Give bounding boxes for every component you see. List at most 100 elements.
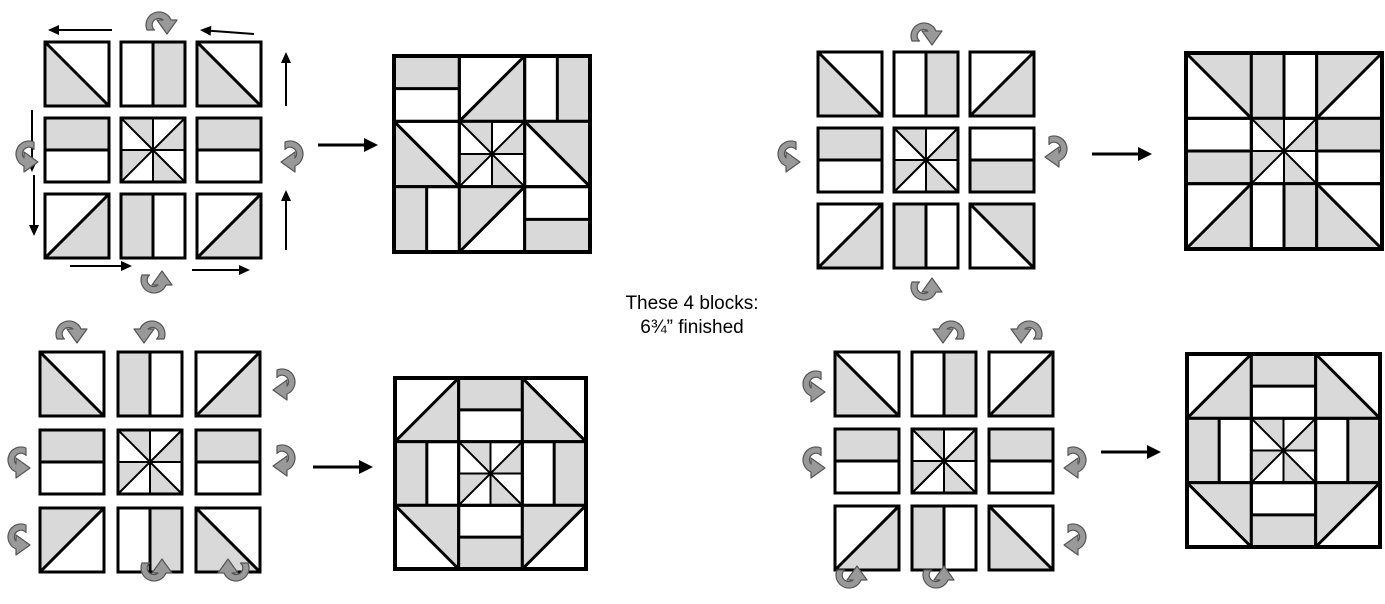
- shaded-bar: [459, 378, 523, 410]
- straight-arrow-icon: [200, 26, 254, 36]
- bar-patch: [912, 352, 976, 416]
- hst-patch: [394, 121, 459, 186]
- shaded-bar: [45, 118, 109, 150]
- straight-arrow-icon: [281, 52, 291, 106]
- shaded-bar: [1251, 354, 1315, 386]
- hst-patch: [818, 204, 882, 268]
- exploded-block-top-left: [45, 42, 261, 258]
- curved-rotate-arrow-icon: [911, 278, 942, 300]
- bar-patch: [394, 187, 459, 252]
- curved-rotate-arrow-icon: [134, 321, 165, 343]
- curved-rotate-arrow-icon: [933, 321, 964, 343]
- hst-patch: [989, 506, 1053, 570]
- curved-rotate-arrow-icon: [273, 445, 295, 476]
- bar-patch: [40, 430, 104, 494]
- bar-patch: [912, 506, 976, 570]
- shaded-bar: [525, 219, 590, 252]
- hst-patch: [1317, 184, 1382, 249]
- bar-patch: [45, 118, 109, 182]
- assembled-block-bottom-left: [395, 378, 586, 569]
- bar-patch: [197, 118, 261, 182]
- shaded-bar: [554, 442, 586, 506]
- hst-patch: [522, 378, 586, 442]
- straight-arrow-icon: [192, 265, 250, 275]
- shaded-bar: [1348, 418, 1380, 482]
- shaded-bar: [944, 352, 976, 416]
- bar-patch: [835, 429, 899, 493]
- hst-patch: [1187, 483, 1251, 547]
- bar-patch: [394, 56, 459, 121]
- assembled-block-bottom-right: [1187, 354, 1380, 547]
- shaded-bar: [970, 160, 1034, 192]
- bar-patch: [1317, 118, 1382, 183]
- assembled-block-top-right: [1186, 53, 1382, 249]
- hst-patch: [970, 52, 1034, 116]
- bar-patch: [1186, 118, 1251, 183]
- shaded-bar: [894, 204, 926, 268]
- caption-line-2: 6¾” finished: [576, 316, 808, 340]
- hst-patch: [525, 121, 590, 186]
- pin-patch: [1251, 118, 1316, 183]
- curved-rotate-arrow-icon: [778, 141, 800, 172]
- hst-patch: [197, 194, 261, 258]
- curved-rotate-arrow-icon: [8, 447, 30, 478]
- shaded-bar: [989, 429, 1053, 461]
- hst-patch: [1186, 184, 1251, 249]
- hst-patch: [395, 378, 459, 442]
- right-arrow-icon: [1101, 445, 1161, 459]
- hst-patch: [45, 42, 109, 106]
- bar-patch: [121, 194, 185, 258]
- pin-patch: [894, 128, 958, 192]
- bar-patch: [1251, 184, 1316, 249]
- shaded-bar: [1251, 515, 1315, 547]
- bar-patch: [894, 204, 958, 268]
- pin-patch: [912, 429, 976, 493]
- bar-patch: [1251, 483, 1315, 547]
- curved-rotate-arrow-icon: [16, 141, 38, 172]
- hst-patch: [970, 204, 1034, 268]
- curved-rotate-arrow-icon: [146, 12, 177, 34]
- curved-rotate-arrow-icon: [141, 271, 172, 293]
- bar-patch: [118, 352, 182, 416]
- hst-patch: [40, 508, 104, 572]
- shaded-bar: [196, 430, 260, 462]
- curved-rotate-arrow-icon: [8, 524, 30, 555]
- exploded-block-bottom-left: [40, 352, 260, 572]
- exploded-block-bottom-right: [835, 352, 1053, 570]
- hst-patch: [395, 505, 459, 569]
- shaded-bar: [395, 442, 427, 506]
- hst-patch: [835, 506, 899, 570]
- shaded-bar: [818, 128, 882, 160]
- pin-patch: [459, 121, 524, 186]
- shaded-bar: [394, 56, 459, 89]
- hst-patch: [40, 352, 104, 416]
- straight-arrow-icon: [29, 175, 39, 236]
- bar-patch: [459, 505, 523, 569]
- hst-patch: [1187, 354, 1251, 418]
- shaded-bar: [1187, 418, 1219, 482]
- hst-patch: [818, 52, 882, 116]
- shaded-bar: [1186, 151, 1251, 184]
- hst-patch: [45, 194, 109, 258]
- shaded-bar: [912, 506, 944, 570]
- hst-patch: [522, 505, 586, 569]
- curved-rotate-arrow-icon: [273, 369, 295, 400]
- pin-patch: [121, 118, 185, 182]
- curved-rotate-arrow-icon: [56, 321, 87, 343]
- shaded-bar: [459, 537, 523, 569]
- hst-patch: [989, 352, 1053, 416]
- bar-patch: [989, 429, 1053, 493]
- bar-patch: [525, 187, 590, 252]
- hst-patch: [459, 56, 524, 121]
- curved-rotate-arrow-icon: [1045, 136, 1067, 167]
- straight-arrow-icon: [281, 190, 291, 250]
- curved-rotate-arrow-icon: [1064, 447, 1086, 478]
- exploded-block-top-right: [818, 52, 1034, 268]
- shaded-bar: [394, 187, 427, 252]
- bar-patch: [459, 378, 523, 442]
- shaded-bar: [150, 508, 182, 572]
- pin-patch: [459, 442, 523, 506]
- right-arrow-icon: [1092, 147, 1152, 161]
- hst-patch: [1186, 53, 1251, 118]
- bar-patch: [1316, 418, 1380, 482]
